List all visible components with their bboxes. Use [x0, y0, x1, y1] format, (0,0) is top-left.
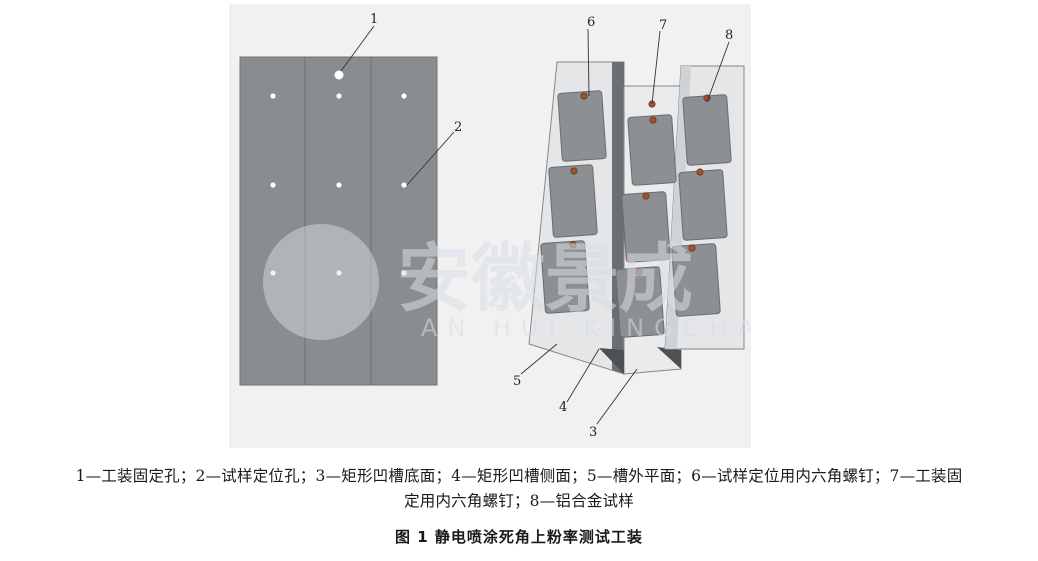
sample-locating-hole [336, 270, 342, 276]
right-fixture [528, 61, 745, 375]
hex-socket-screw [570, 167, 578, 175]
callout-4: 4 [559, 400, 567, 415]
figure-image: 1 2 3 4 5 6 7 8 安徽景成 AN HUI KINGCHAM [229, 4, 751, 448]
callout-6: 6 [587, 15, 595, 30]
hex-socket-screw [649, 116, 657, 124]
sample-locating-hole [336, 182, 342, 188]
legend-line-1: 1—工装固定孔；2—试样定位孔；3—矩形凹槽底面；4—矩形凹槽侧面；5—槽外平面… [75, 467, 963, 485]
aluminum-sample [548, 164, 598, 238]
aluminum-sample [678, 169, 728, 241]
aluminum-sample [627, 114, 677, 186]
sample-locating-holes [270, 93, 407, 276]
left-plate [239, 56, 438, 386]
sample-locating-hole [401, 93, 407, 99]
hex-socket-screw [688, 244, 696, 252]
hex-socket-screw [580, 92, 588, 100]
callout-3: 3 [589, 425, 597, 440]
fixture-drawing: 1 2 3 4 5 6 7 8 [239, 12, 745, 440]
callout-2: 2 [454, 120, 462, 135]
hex-socket-screw [642, 192, 650, 200]
callout-8: 8 [725, 28, 733, 43]
callout-1: 1 [370, 12, 378, 27]
callout-numbers: 1 2 3 4 5 6 7 8 [370, 12, 733, 440]
aluminum-sample [671, 243, 721, 317]
aluminum-samples [540, 90, 732, 338]
aluminum-sample [557, 90, 607, 162]
hex-socket-screws [569, 92, 711, 276]
sample-locating-hole [270, 270, 276, 276]
aluminum-sample [682, 94, 732, 166]
hex-socket-screw [696, 168, 704, 176]
leader-lines [340, 25, 730, 425]
aluminum-sample [621, 191, 671, 263]
sample-locating-hole [270, 93, 276, 99]
fixture-mount-hole [334, 70, 344, 80]
sample-locating-hole [401, 182, 407, 188]
figure-legend: 1—工装固定孔；2—试样定位孔；3—矩形凹槽底面；4—矩形凹槽侧面；5—槽外平面… [0, 464, 1038, 514]
sample-locating-hole [401, 270, 407, 276]
callout-7: 7 [659, 18, 667, 33]
callout-5: 5 [513, 374, 521, 389]
hex-socket-screw [569, 241, 577, 249]
sample-locating-hole [336, 93, 342, 99]
sample-locating-hole [270, 182, 276, 188]
hex-socket-screw [635, 268, 643, 276]
aluminum-sample [615, 266, 665, 338]
figure-title: 图 1 静电喷涂死角上粉率测试工装 [395, 528, 643, 546]
legend-line-2: 定用内六角螺钉；8—铝合金试样 [404, 492, 634, 510]
aluminum-sample [540, 240, 590, 314]
